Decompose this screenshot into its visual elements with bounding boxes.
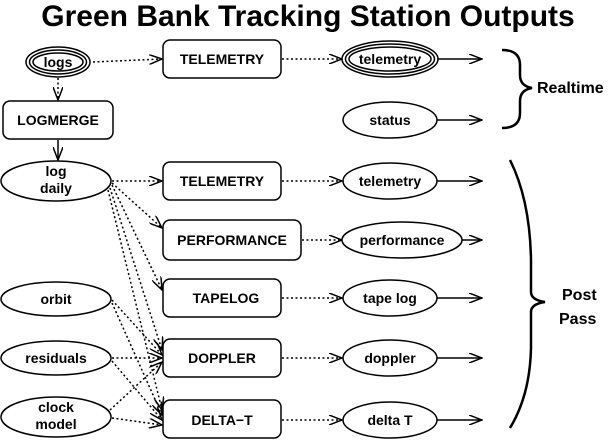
edge-logs-to-telemetry-rt	[92, 59, 162, 62]
svg-text:tape log: tape log	[363, 290, 417, 306]
realtime-brace	[501, 48, 533, 130]
svg-text:DOPPLER: DOPPLER	[188, 350, 256, 366]
node-performance-process: PERFORMANCE	[162, 219, 302, 261]
node-doppler-process: DOPPLER	[162, 338, 282, 378]
svg-text:TELEMETRY: TELEMETRY	[180, 51, 265, 67]
node-telemetry-realtime-process: TELEMETRY	[162, 39, 282, 79]
svg-text:clock: clock	[38, 399, 74, 415]
node-residuals: residuals	[0, 340, 112, 376]
svg-text:TAPELOG: TAPELOG	[193, 290, 260, 306]
node-deltat-output: delta T	[342, 401, 438, 439]
svg-text:TELEMETRY: TELEMETRY	[180, 173, 265, 189]
svg-text:delta T: delta T	[367, 412, 413, 428]
svg-text:performance: performance	[360, 232, 445, 248]
svg-text:orbit: orbit	[40, 291, 71, 307]
postpass-brace	[508, 159, 546, 429]
edge-logdaily-to-deltat	[107, 189, 162, 410]
edge-clock-to-doppler	[109, 362, 162, 411]
svg-text:residuals: residuals	[25, 350, 87, 366]
svg-text:logs: logs	[44, 54, 73, 70]
node-tapelog-output: tape log	[342, 279, 438, 317]
node-log-daily: log daily	[0, 160, 112, 202]
svg-text:log: log	[46, 163, 67, 179]
node-telemetry-postpass-output: telemetry	[342, 162, 438, 200]
node-status-output: status	[342, 101, 438, 139]
svg-text:DELTA−T: DELTA−T	[191, 412, 253, 428]
svg-text:telemetry: telemetry	[359, 51, 421, 67]
node-clock-model: clock model	[0, 396, 112, 438]
node-telemetry-realtime-output: telemetry	[341, 40, 439, 78]
group-label-realtime: Realtime	[537, 80, 604, 97]
node-tapelog-process: TAPELOG	[162, 278, 282, 318]
edge-residuals-to-deltat	[111, 360, 162, 420]
node-deltat-process: DELTA−T	[162, 399, 282, 439]
edge-clock-to-deltat	[111, 417, 162, 425]
svg-text:PERFORMANCE: PERFORMANCE	[177, 232, 287, 248]
svg-text:status: status	[369, 112, 410, 128]
edge-logdaily-to-doppler	[109, 187, 162, 350]
group-label-pass: Pass	[559, 311, 596, 328]
svg-text:daily: daily	[40, 180, 72, 196]
node-logmerge: LOGMERGE	[2, 100, 114, 140]
svg-text:LOGMERGE: LOGMERGE	[17, 112, 99, 128]
svg-text:doppler: doppler	[364, 350, 416, 366]
node-doppler-output: doppler	[342, 339, 438, 377]
node-orbit: orbit	[0, 281, 112, 317]
node-telemetry-postpass-process: TELEMETRY	[162, 161, 282, 201]
diagram-title: Green Bank Tracking Station Outputs	[41, 0, 574, 33]
group-label-post: Post	[562, 287, 597, 304]
edge-orbit-to-doppler	[111, 299, 162, 355]
edge-orbit-to-deltat	[111, 302, 162, 415]
node-logs: logs	[25, 46, 91, 78]
svg-text:model: model	[35, 416, 76, 432]
svg-text:telemetry: telemetry	[359, 173, 421, 189]
node-performance-output: performance	[341, 221, 463, 259]
edge-logdaily-to-tapelog	[111, 184, 162, 290]
edge-logdaily-to-performance	[111, 182, 162, 228]
